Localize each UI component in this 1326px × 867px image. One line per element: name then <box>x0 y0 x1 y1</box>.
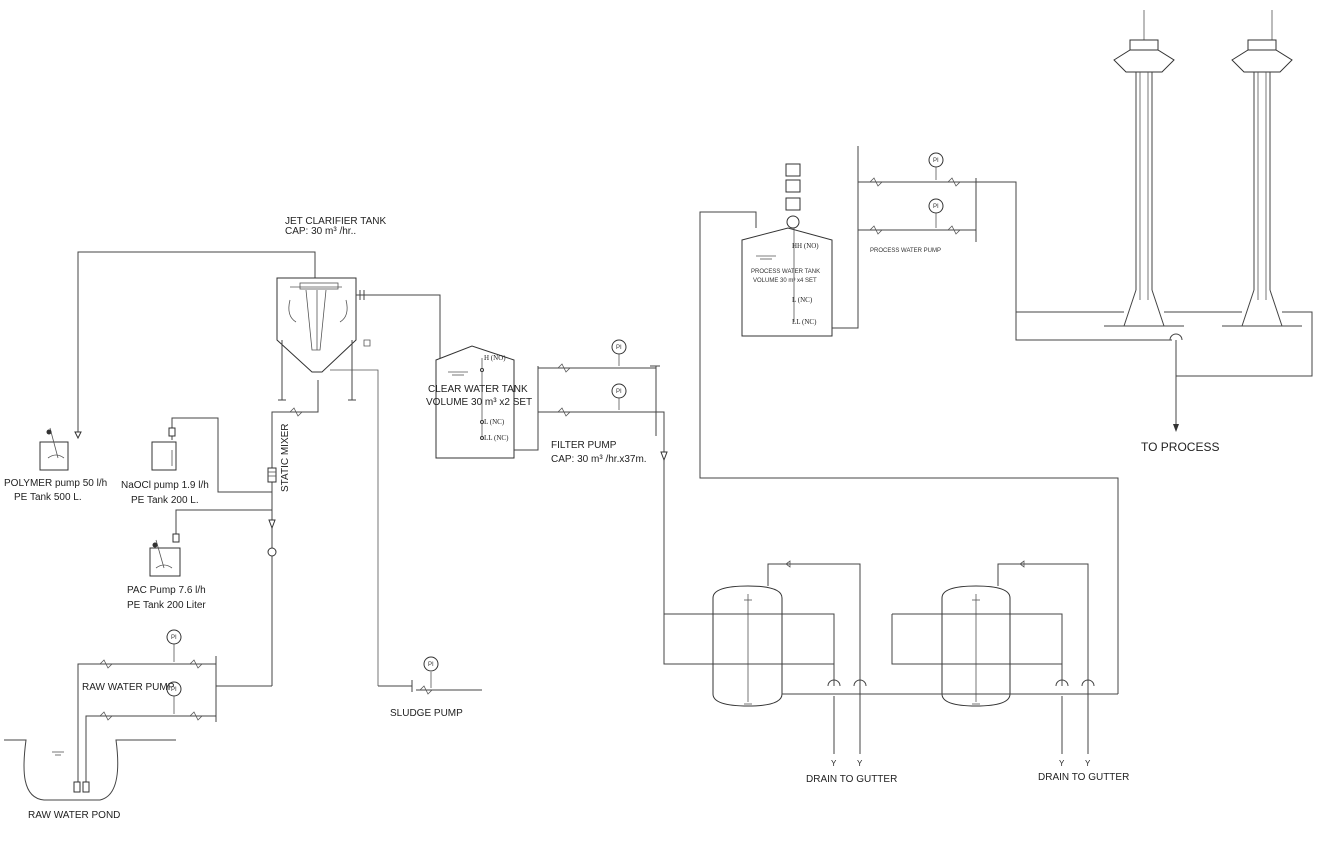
filter-pump-title: FILTER PUMP <box>551 440 617 451</box>
svg-text:Y: Y <box>857 759 863 768</box>
filter-pressure-gauge-1: PI <box>611 339 627 366</box>
filter-pump-cap: CAP: 30 m³ /hr.x37m. <box>551 454 647 465</box>
pressure-filter-1 <box>712 585 783 707</box>
clear-level-low: L (NC) <box>484 418 505 426</box>
clear-level-high: H (NO) <box>484 354 506 362</box>
naocl-tank <box>151 417 272 493</box>
svg-text:PI: PI <box>616 389 622 395</box>
svg-text:PI: PI <box>616 345 622 351</box>
drain-to-gutter-label-2: DRAIN TO GUTTER <box>1038 772 1129 783</box>
svg-text:Y: Y <box>1059 759 1065 768</box>
process-level-low: L (NC) <box>792 296 813 304</box>
clear-level-low-low: LL (NC) <box>484 434 509 442</box>
raw-water-pond-label: RAW WATER POND <box>28 810 120 821</box>
process-level-high-high: HH (NO) <box>792 242 819 250</box>
process-tank-title: PROCESS WATER TANK <box>751 269 820 275</box>
to-process-label: TO PROCESS <box>1141 440 1219 454</box>
elevated-tank-piping <box>1016 311 1313 432</box>
svg-text:PI: PI <box>933 158 939 164</box>
raw-pressure-gauge-2: PI <box>166 681 182 714</box>
process-water-pumps <box>832 146 1172 341</box>
polymer-feed-line <box>74 251 316 440</box>
raw-water-pumps <box>77 656 272 782</box>
svg-text:PI: PI <box>171 687 177 693</box>
process-pressure-gauge-1: PI <box>928 152 944 180</box>
raw-water-pond <box>4 739 176 801</box>
clear-tank-volume: VOLUME 30 m³ x2 SET <box>426 397 532 408</box>
elevated-tank-1 <box>1104 10 1184 327</box>
process-tank-volume: VOLUME 30 m³ x4 SET <box>753 278 817 284</box>
svg-text:PI: PI <box>933 204 939 210</box>
naocl-pump-label: NaOCl pump 1.9 l/h <box>121 480 209 491</box>
sludge-pump-line <box>378 672 482 695</box>
pac-tank <box>149 509 272 577</box>
svg-text:Y: Y <box>1085 759 1091 768</box>
drain-to-gutter-label-1: DRAIN TO GUTTER <box>806 774 897 785</box>
sludge-pump-label: SLUDGE PUMP <box>390 708 463 719</box>
static-mixer-line <box>267 380 319 686</box>
process-level-low-low: LL (NC) <box>792 318 817 326</box>
process-pump-label: PROCESS WATER PUMP <box>870 248 941 254</box>
polymer-tank-label: PE Tank 500 L. <box>14 492 82 503</box>
clarifier-to-clear-tank-line <box>356 290 441 360</box>
process-water-tank <box>741 226 833 337</box>
drain-outlets: Y Y Y Y <box>831 759 1091 768</box>
raw-water-pump-label: RAW WATER PUMP <box>82 682 175 693</box>
filter-pressure-gauge-2: PI <box>611 383 627 410</box>
filter-pump-suction <box>514 363 712 665</box>
svg-text:Y: Y <box>831 759 837 768</box>
clear-tank-title: CLEAR WATER TANK <box>428 384 528 395</box>
pac-tank-label: PE Tank 200 Liter <box>127 600 206 611</box>
polymer-tank <box>39 427 69 471</box>
elevated-tank-2 <box>1222 10 1302 327</box>
jet-clarifier-cap: CAP: 30 m³ /hr.. <box>285 226 356 237</box>
naocl-tank-label: PE Tank 200 L. <box>131 495 199 506</box>
polymer-pump-label: POLYMER pump 50 l/h <box>4 478 107 489</box>
jet-clarifier-tank <box>276 277 379 686</box>
pac-pump-label: PAC Pump 7.6 l/h <box>127 585 206 596</box>
filter-piping <box>664 211 1119 754</box>
raw-pressure-gauge-1: PI <box>166 629 182 662</box>
sludge-pressure-gauge: PI <box>423 656 439 672</box>
pressure-filter-2 <box>941 585 1011 707</box>
static-mixer-label: STATIC MIXER <box>280 423 291 492</box>
clear-water-tank <box>435 345 515 459</box>
jet-clarifier-title: JET CLARIFIER TANK <box>285 216 386 227</box>
svg-text:PI: PI <box>171 635 177 641</box>
process-tank-instruments <box>785 163 801 229</box>
svg-text:PI: PI <box>428 662 434 668</box>
process-pressure-gauge-2: PI <box>928 198 944 228</box>
